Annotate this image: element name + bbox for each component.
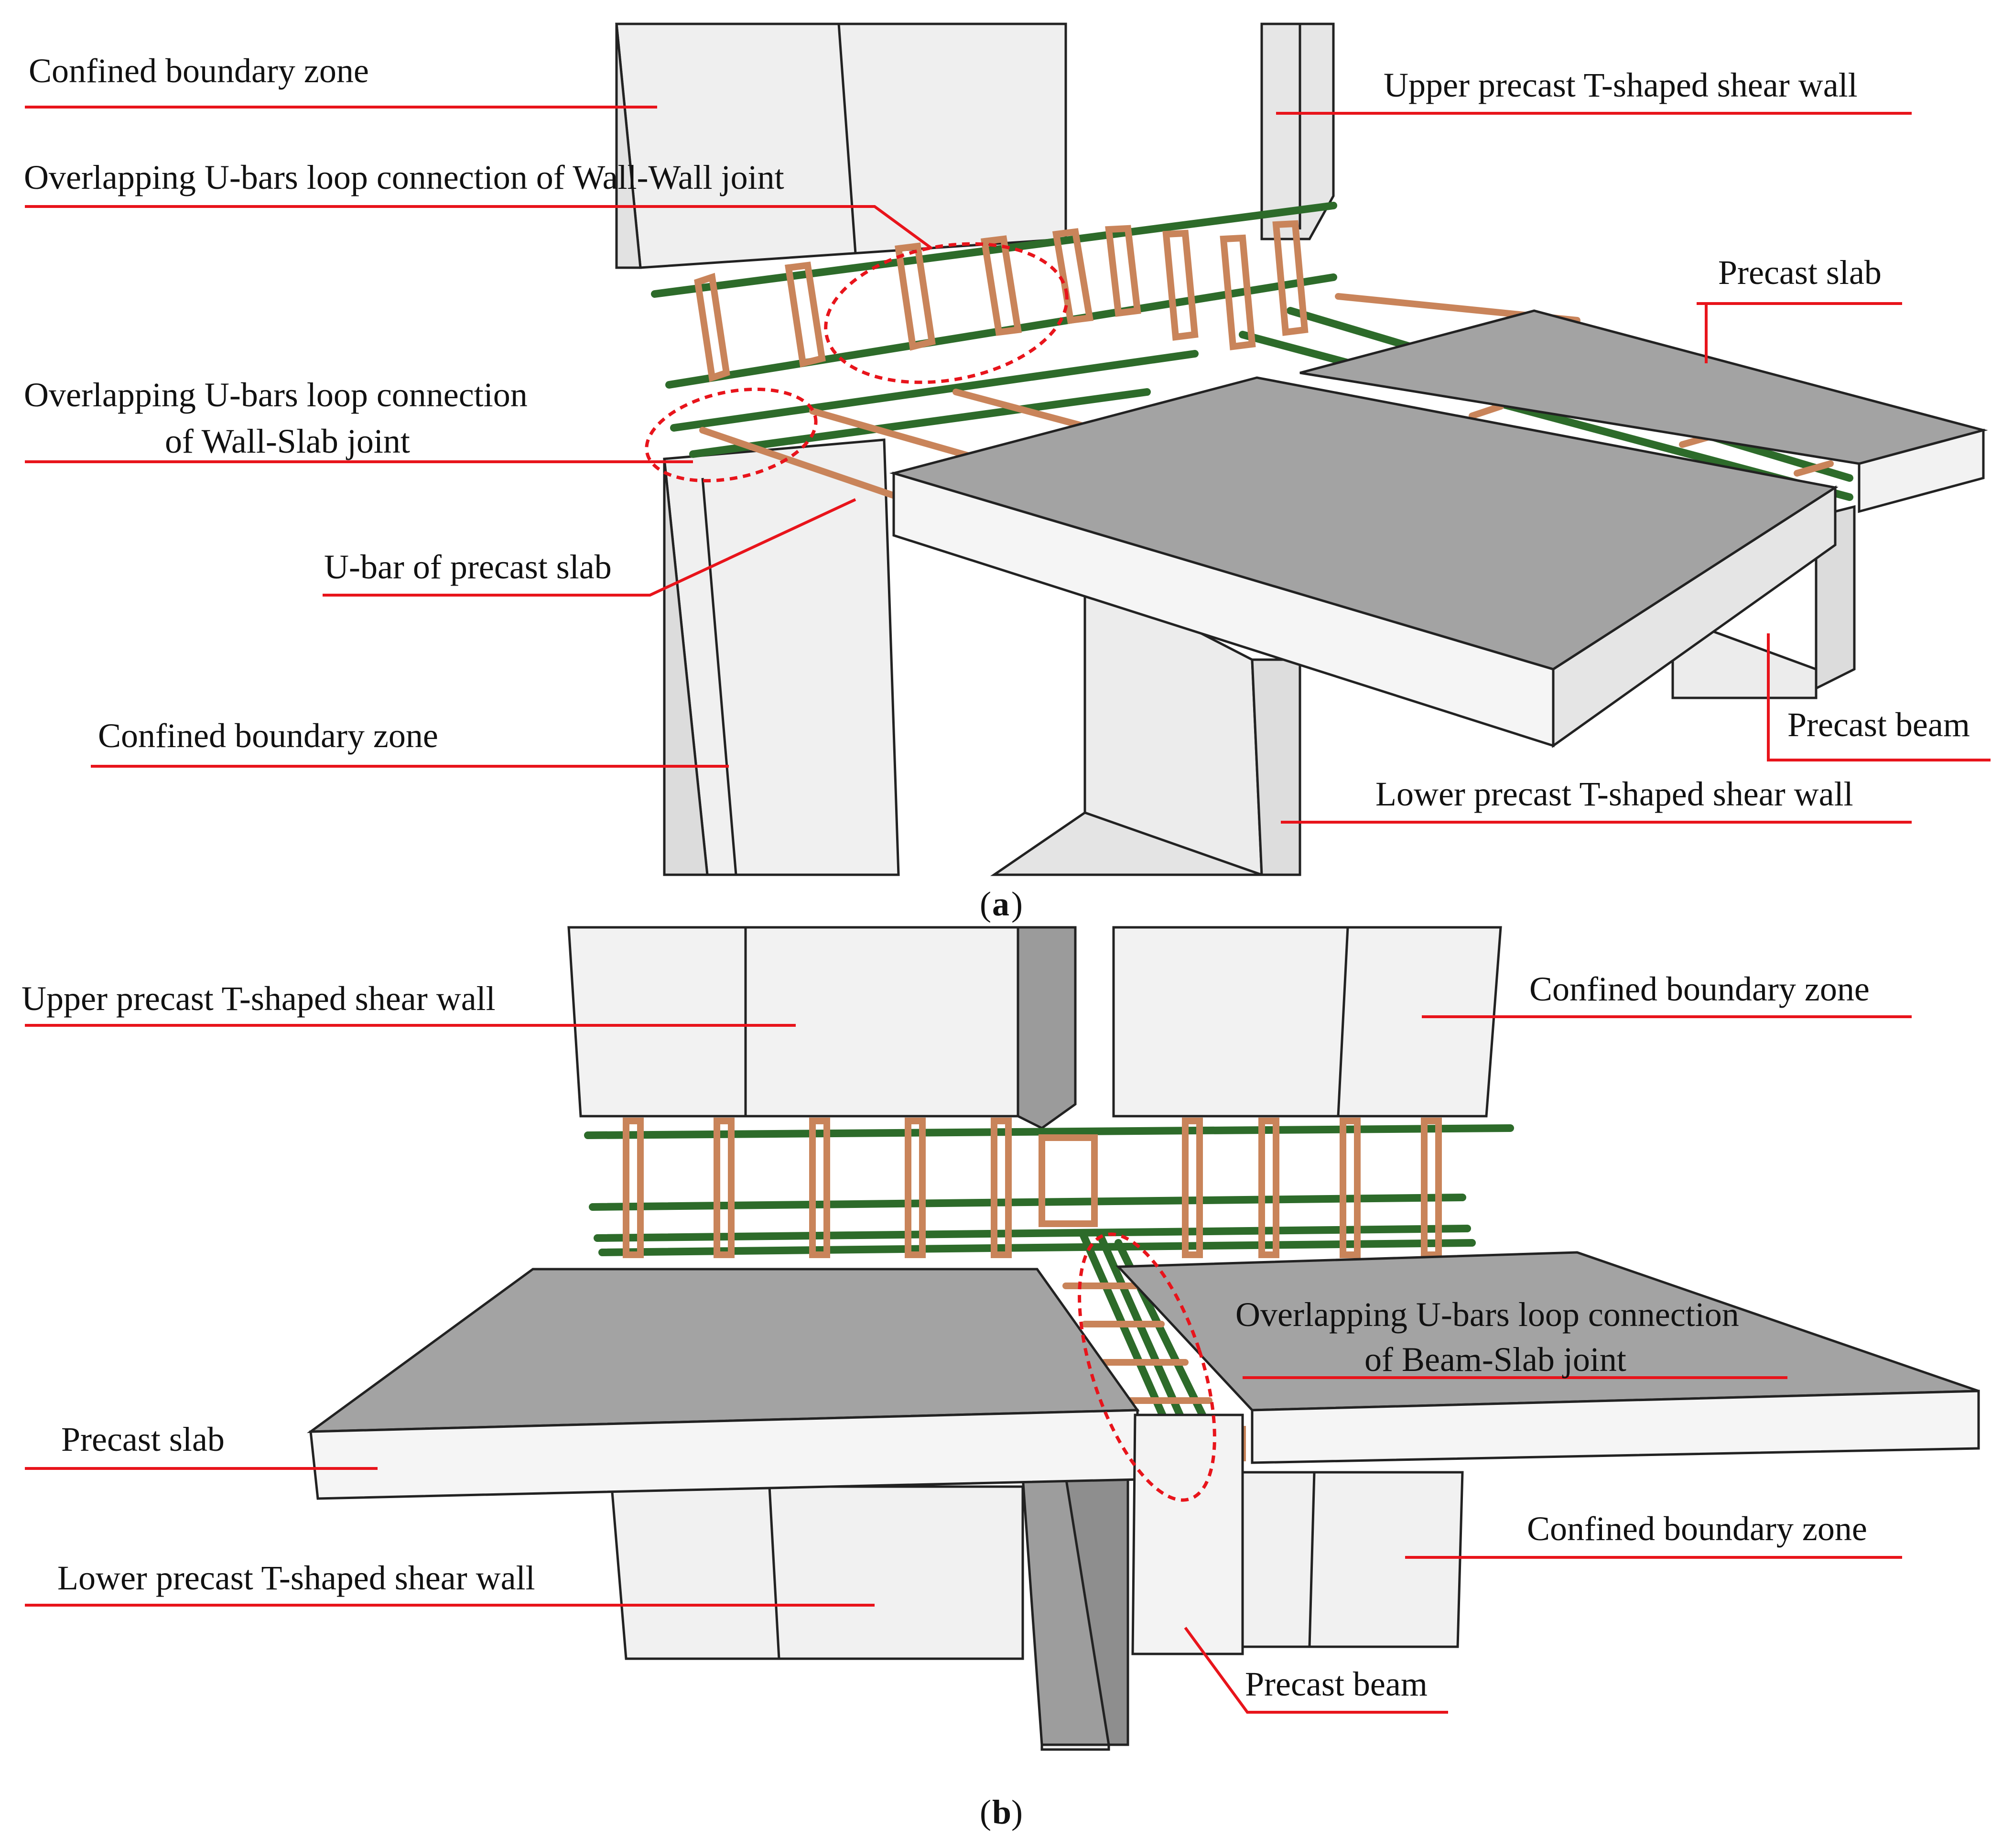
upper-wall-a bbox=[615, 22, 1335, 269]
leader-lines-b bbox=[25, 1015, 1912, 1714]
label-wall-wall-joint-a: Overlapping U-bars loop connection of Wa… bbox=[24, 158, 784, 196]
precast-slab-front-a bbox=[889, 376, 1839, 748]
joint-highlights-a bbox=[645, 242, 1069, 483]
leader-beam-b bbox=[1184, 1627, 1448, 1714]
rebar-cage-a bbox=[651, 202, 1853, 501]
wall-slab-joint-ellipse bbox=[645, 387, 818, 483]
label-wall-slab-line2-a: of Wall-Slab joint bbox=[165, 422, 410, 460]
label-upper-wall-b: Upper precast T-shaped shear wall bbox=[22, 979, 496, 1018]
label-upper-wall-a: Upper precast T-shaped shear wall bbox=[1384, 66, 1858, 104]
caption-b: b bbox=[992, 1793, 1011, 1831]
label-lower-wall-a: Lower precast T-shaped shear wall bbox=[1375, 775, 1853, 813]
labels-b: Upper precast T-shaped shear wall Confin… bbox=[22, 970, 1870, 1703]
label-lower-wall-b: Lower precast T-shaped shear wall bbox=[57, 1559, 535, 1597]
panel-b: Upper precast T-shaped shear wall Confin… bbox=[22, 926, 1980, 1831]
leader-beam-a bbox=[1767, 633, 1991, 761]
precast-slab-right-b bbox=[1115, 1251, 1980, 1464]
label-ubar-slab-a: U-bar of precast slab bbox=[324, 548, 612, 586]
label-wall-slab-line1-a: Overlapping U-bars loop connection bbox=[24, 376, 528, 414]
panel-a: Confined boundary zone Upper precast T-s… bbox=[24, 22, 1991, 923]
label-confined-top-b: Confined boundary zone bbox=[1529, 970, 1870, 1008]
beam-slab-joint-ellipse bbox=[1078, 1232, 1216, 1502]
label-beam-slab-line2-b: of Beam-Slab joint bbox=[1364, 1340, 1626, 1379]
caption-open-a: ( bbox=[980, 885, 991, 923]
caption-a: a bbox=[992, 885, 1009, 923]
caption-close-a: ) bbox=[1011, 885, 1023, 923]
u-bars-a bbox=[694, 220, 1834, 500]
label-confined-bottom-a: Confined boundary zone bbox=[98, 717, 438, 755]
label-precast-slab-a: Precast slab bbox=[1718, 253, 1882, 292]
leader-lines-a bbox=[25, 106, 1991, 824]
upper-wall-b bbox=[567, 926, 1502, 1130]
precast-slab-left-b bbox=[307, 1268, 1140, 1500]
wall-wall-joint-ellipse bbox=[824, 242, 1069, 384]
label-confined-bottom-b: Confined boundary zone bbox=[1527, 1510, 1867, 1548]
label-precast-beam-b: Precast beam bbox=[1245, 1665, 1428, 1703]
caption-close-b: ) bbox=[1011, 1793, 1023, 1831]
precast-slab-back-a bbox=[1299, 309, 1988, 513]
label-precast-beam-a: Precast beam bbox=[1787, 706, 1970, 744]
leader-wall-wall-a bbox=[25, 205, 933, 250]
precast-beam-b bbox=[1131, 1413, 1244, 1655]
label-beam-slab-line1-b: Overlapping U-bars loop connection bbox=[1235, 1295, 1739, 1334]
label-precast-slab-b: Precast slab bbox=[61, 1420, 225, 1458]
labels-a: Confined boundary zone Upper precast T-s… bbox=[24, 52, 1970, 813]
label-confined-top-a: Confined boundary zone bbox=[29, 52, 369, 90]
caption-open-b: ( bbox=[980, 1793, 991, 1831]
leader-ubar-a bbox=[323, 498, 856, 597]
joint-highlights-b bbox=[1078, 1232, 1216, 1502]
lower-wall-b bbox=[610, 1471, 1464, 1751]
